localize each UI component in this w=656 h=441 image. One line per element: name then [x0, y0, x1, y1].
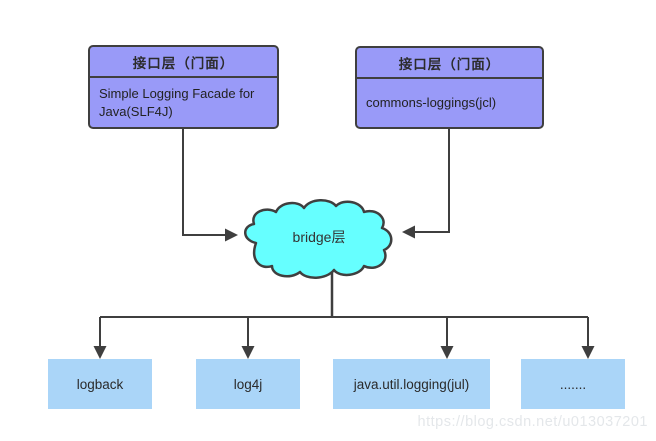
- facade-box-jcl: 接口层（门面） commons-loggings(jcl): [355, 46, 544, 129]
- arrow-bridge-to-logback: [93, 317, 107, 359]
- impl-box-log4j: log4j: [196, 359, 300, 409]
- facade-box-jcl-header: 接口层（门面）: [357, 48, 542, 79]
- bridge-cloud-shape: [244, 199, 393, 279]
- arrow-bridge-to-jul: [440, 317, 454, 359]
- facade-box-slf4j: 接口层（门面） Simple Logging Facade for Java(S…: [88, 45, 279, 129]
- impl-box-logback: logback: [48, 359, 152, 409]
- impl-box-jul: java.util.logging(jul): [333, 359, 490, 409]
- facade-box-slf4j-body: Simple Logging Facade for Java(SLF4J): [99, 86, 255, 119]
- impl-box-others: .......: [521, 359, 625, 409]
- facade-box-jcl-body: commons-loggings(jcl): [366, 95, 497, 111]
- csdn-watermark: https://blog.csdn.net/u013037201: [417, 414, 648, 430]
- arrow-bridge-to-others: [581, 317, 595, 359]
- arrow-slf4j-to-bridge: [182, 129, 238, 242]
- arrow-bridge-to-log4j: [241, 317, 255, 359]
- facade-box-slf4j-header: 接口层（门面）: [90, 47, 277, 78]
- arrow-jcl-to-bridge: [402, 129, 450, 239]
